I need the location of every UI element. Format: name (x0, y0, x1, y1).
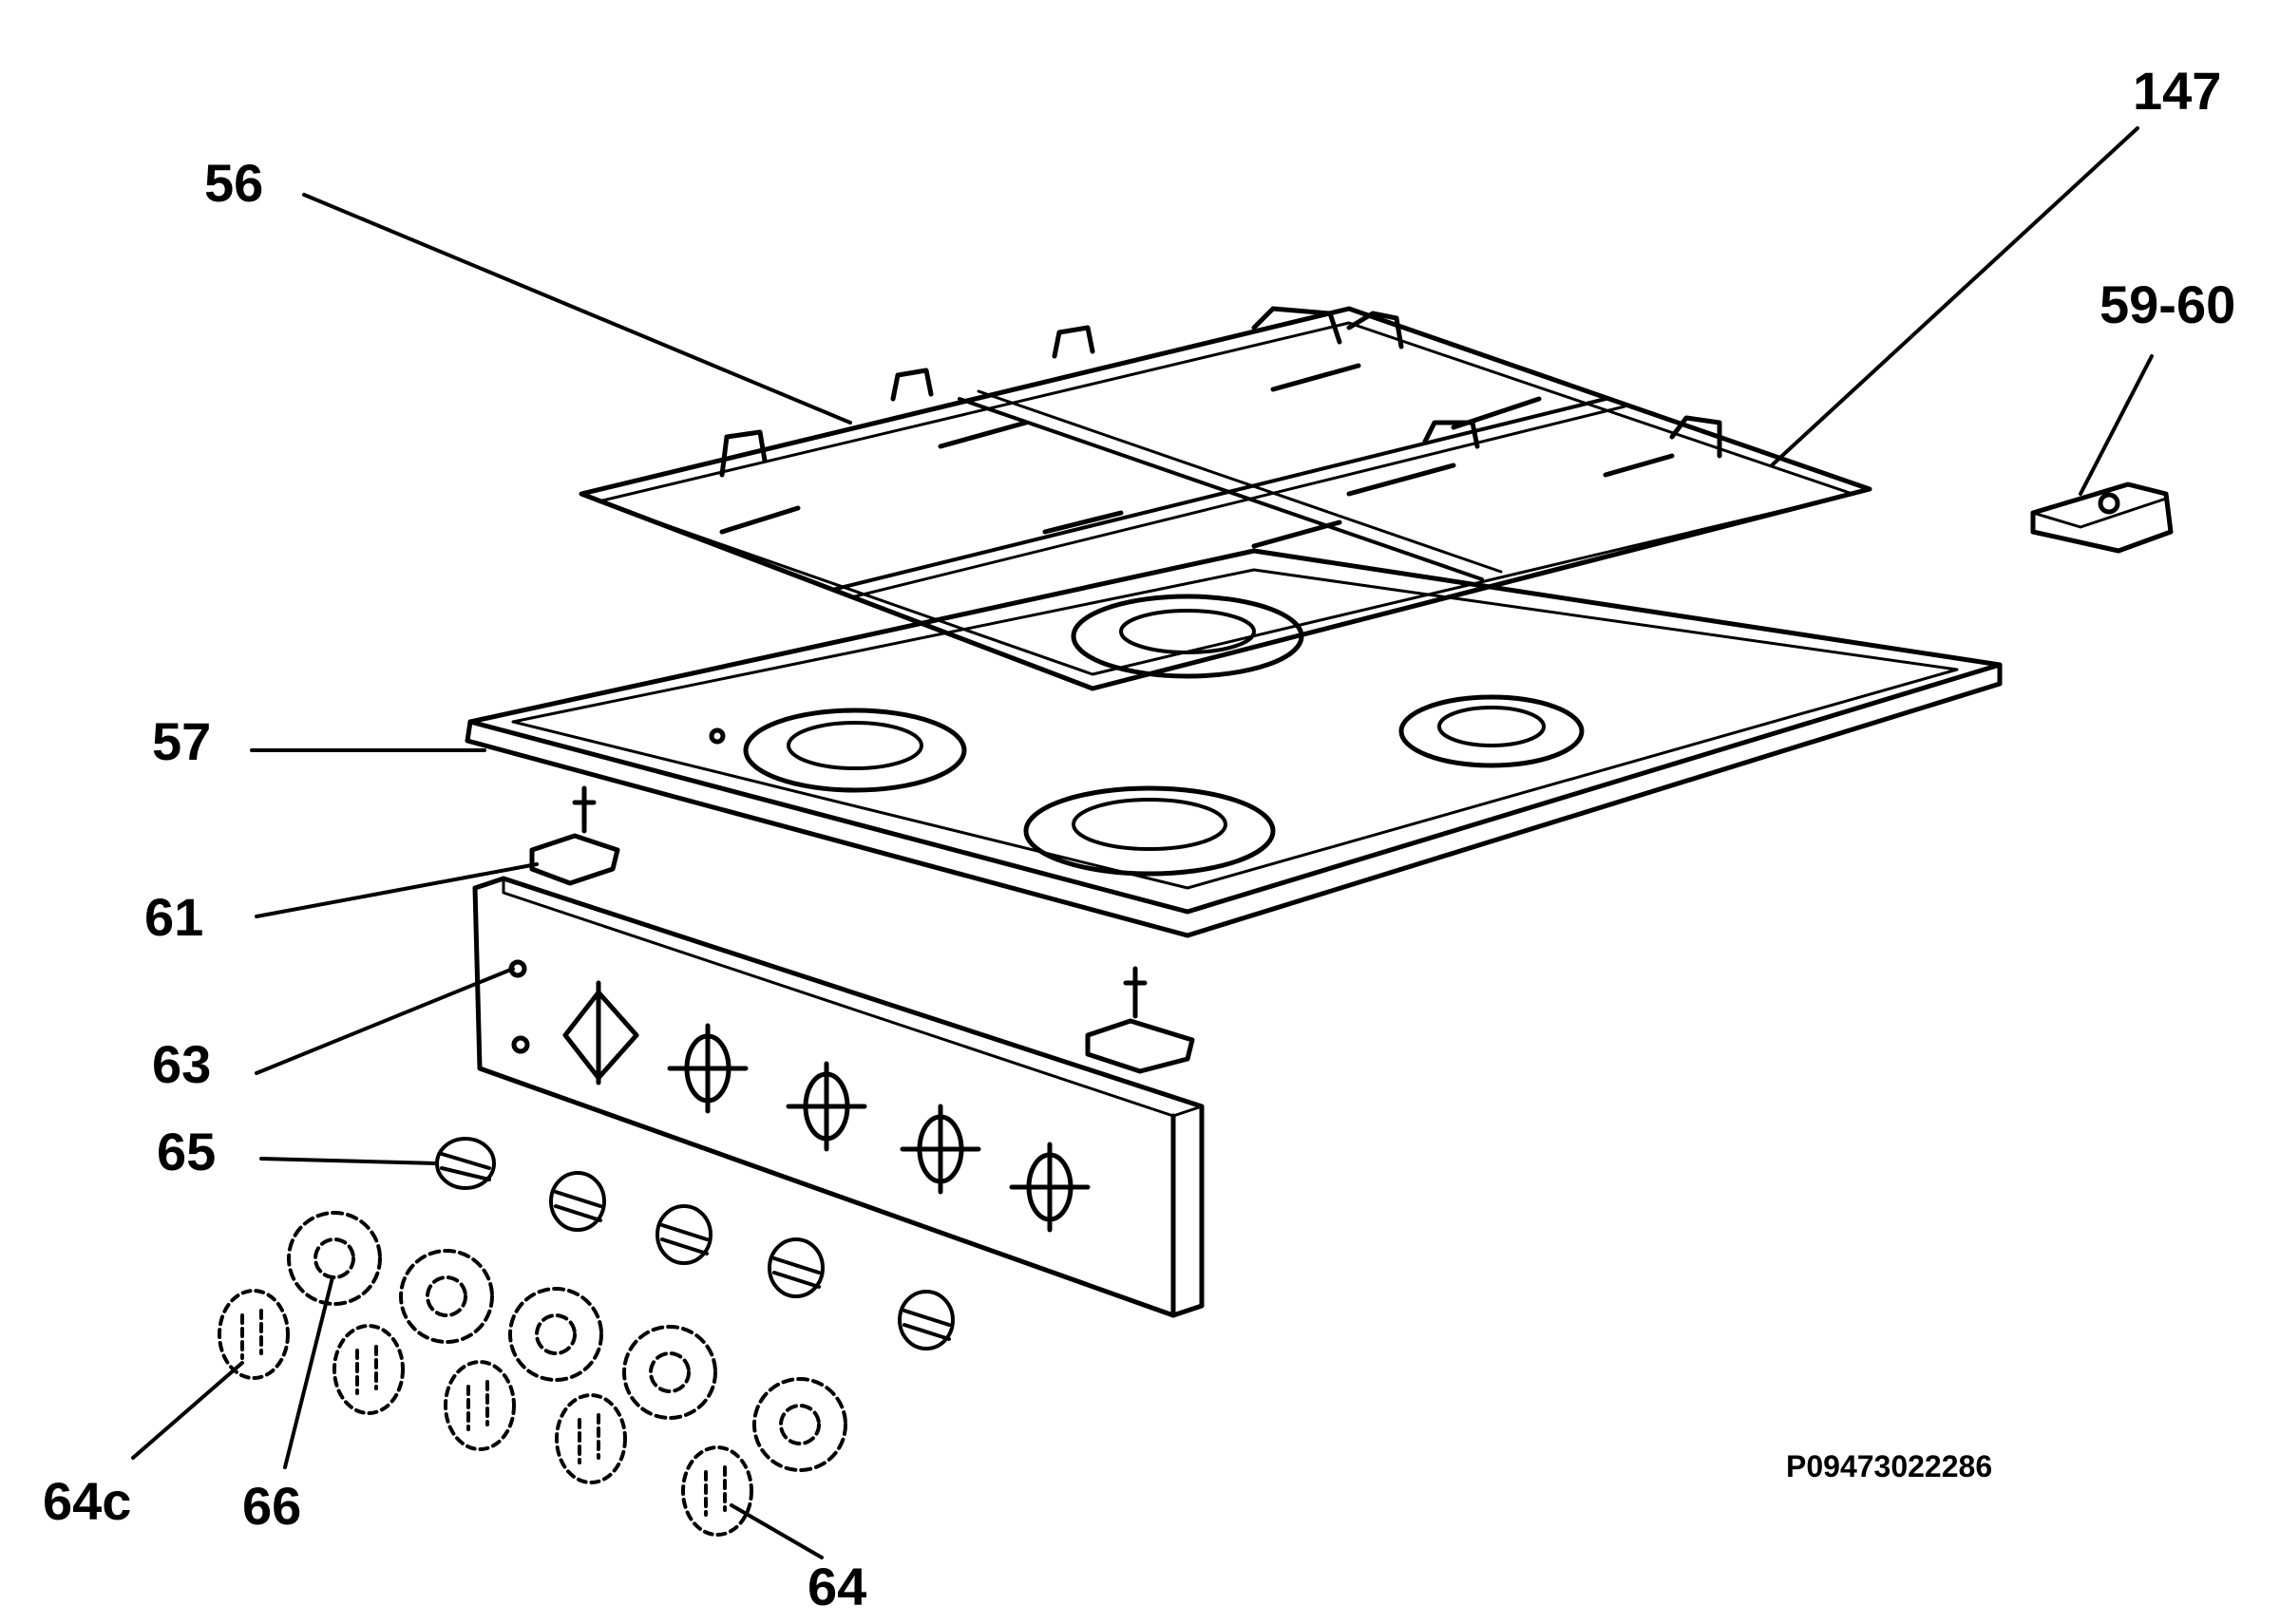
knob-inserts (218, 1289, 753, 1537)
callout-64c: 64c (43, 1471, 131, 1531)
callout-61: 61 (144, 887, 203, 947)
knob-2 (399, 1249, 494, 1344)
insert-5 (681, 1445, 753, 1537)
spring-1 (435, 1137, 496, 1190)
insert-3 (444, 1360, 516, 1451)
leader-lines (131, 126, 2154, 1559)
hob-top (465, 548, 2003, 938)
knob-5 (752, 1377, 847, 1472)
knob-3 (508, 1287, 603, 1382)
callout-66: 66 (242, 1476, 301, 1536)
spring-5 (898, 1290, 955, 1350)
spring-3 (656, 1204, 712, 1265)
callout-65: 65 (157, 1122, 216, 1181)
spring-4 (768, 1237, 825, 1298)
fixing-clip-right (1085, 966, 1195, 1074)
insert-1 (218, 1289, 290, 1380)
callout-147: 147 (2133, 61, 2221, 121)
knob-1 (287, 1211, 382, 1306)
control-knobs (287, 1211, 847, 1472)
fixing-clip-left (529, 785, 620, 886)
control-panel (472, 876, 1205, 1318)
callout-63: 63 (152, 1034, 211, 1094)
insert-4 (555, 1393, 627, 1484)
callout-labels: 56 147 59-60 57 61 63 65 64c 66 64 P0947… (43, 61, 2235, 1616)
part-reference-code: P09473022286 (1786, 1449, 1992, 1483)
callout-57: 57 (152, 711, 211, 771)
knob-4 (622, 1325, 717, 1420)
hinge-part (2030, 482, 2174, 554)
insert-2 (332, 1324, 405, 1415)
callout-64: 64 (808, 1557, 866, 1616)
knob-springs (435, 1137, 955, 1350)
pan-support-grid (579, 306, 1872, 691)
callout-59-60: 59-60 (2100, 274, 2235, 334)
spring-2 (549, 1171, 606, 1232)
callout-56: 56 (204, 153, 263, 213)
